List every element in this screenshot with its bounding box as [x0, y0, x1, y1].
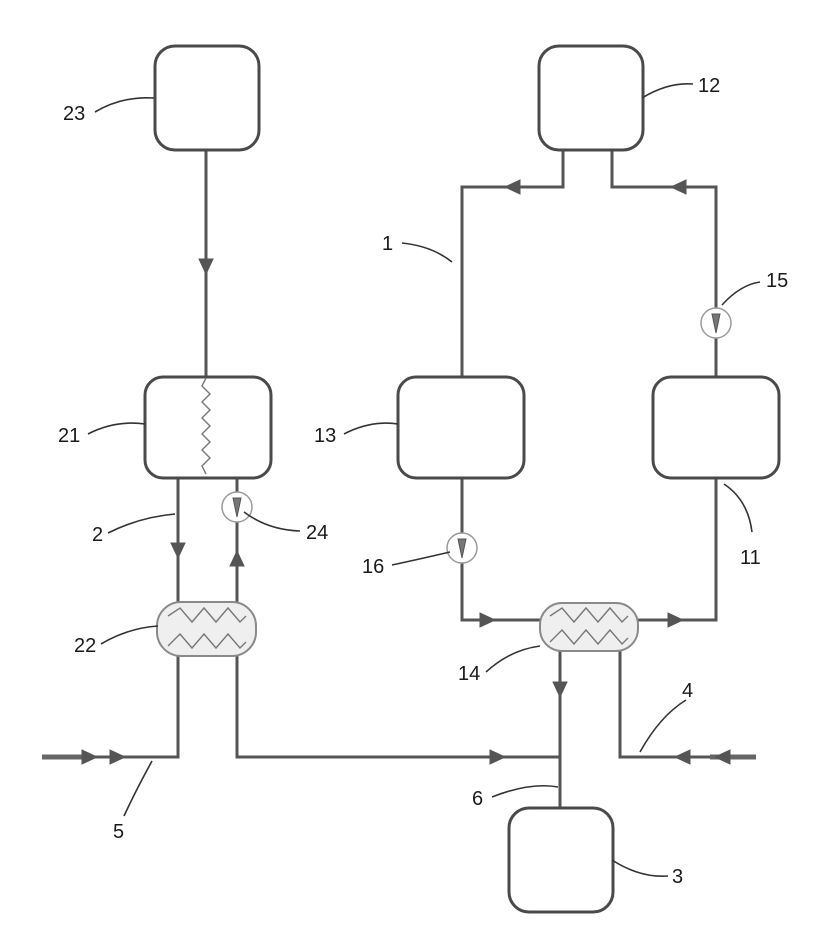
leader-4	[640, 700, 686, 752]
label-23: 23	[63, 103, 85, 125]
label-1: 1	[382, 233, 393, 255]
leader-16	[392, 552, 450, 565]
leader-15	[722, 282, 760, 305]
label-2: 2	[92, 524, 103, 546]
arrow-up-2	[230, 551, 244, 566]
leader-5	[124, 761, 152, 816]
leader-24	[244, 512, 300, 531]
pipe-14-to-11	[636, 478, 716, 620]
box-13	[398, 377, 524, 478]
leader-3	[612, 860, 668, 876]
pipe-5	[90, 656, 178, 757]
arrow-right-bottom	[490, 750, 505, 764]
arrow-right-14-11	[668, 613, 683, 627]
valve-16	[447, 533, 477, 563]
leader-22	[101, 626, 158, 644]
label-21: 21	[58, 425, 80, 447]
label-13: 13	[314, 425, 336, 447]
arrow-inlet-5a	[82, 750, 97, 764]
label-5: 5	[113, 821, 124, 843]
valve-15	[701, 308, 731, 338]
pipe-1-right	[612, 150, 716, 378]
arrow-down-23	[199, 259, 213, 274]
leader-14	[486, 646, 540, 672]
heat-exchanger-22	[157, 602, 256, 656]
leader-6	[492, 786, 558, 797]
arrow-left-1a	[505, 180, 520, 194]
leader-13	[344, 423, 398, 434]
label-4: 4	[682, 680, 693, 702]
box-3	[509, 808, 613, 912]
label-12: 12	[698, 75, 720, 97]
arrow-right-13-14	[480, 613, 495, 627]
leader-11	[724, 484, 752, 532]
box-23	[155, 46, 259, 150]
label-22: 22	[74, 635, 96, 657]
label-16: 16	[362, 556, 384, 578]
pipe-4	[620, 650, 712, 757]
arrow-inlet-5b	[110, 750, 125, 764]
leader-12	[642, 84, 693, 98]
label-24: 24	[306, 522, 328, 544]
label-14: 14	[458, 663, 480, 685]
arrow-down-2	[171, 543, 185, 558]
label-6: 6	[472, 788, 483, 810]
arrow-inlet-4b	[675, 750, 690, 764]
label-3: 3	[672, 866, 683, 888]
label-15: 15	[766, 270, 788, 292]
label-11: 11	[740, 547, 761, 569]
pipe-22-to-junction	[237, 656, 560, 757]
arrow-inlet-4a	[715, 750, 730, 764]
leader-1	[402, 243, 452, 262]
leader-21	[88, 423, 145, 434]
leader-23	[95, 98, 154, 112]
arrow-left-1b	[671, 180, 686, 194]
heat-exchanger-14	[540, 603, 638, 651]
box-11	[653, 377, 779, 478]
leader-2	[108, 514, 175, 533]
box-12	[539, 46, 643, 150]
arrow-down-14	[553, 682, 567, 697]
valve-24	[222, 492, 252, 522]
